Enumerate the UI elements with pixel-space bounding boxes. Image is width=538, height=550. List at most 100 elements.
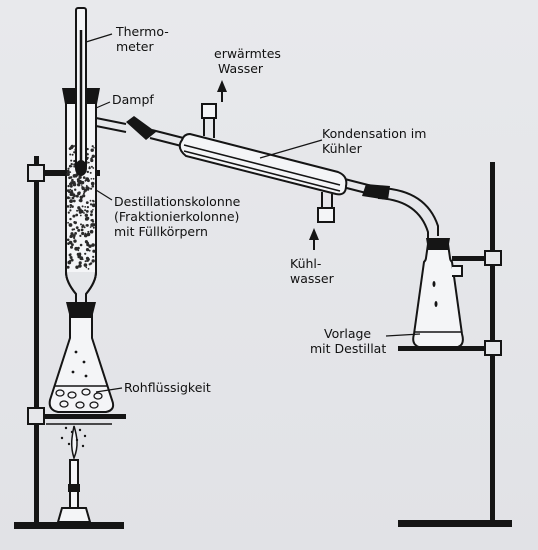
condensation-label: Kondensation im Kühler	[322, 126, 426, 156]
packing-pellet	[91, 243, 95, 247]
packing-pellet	[85, 266, 88, 269]
distillation-column	[62, 88, 100, 304]
packing-pellet	[83, 192, 85, 195]
packing-pellet	[77, 249, 80, 252]
packing-pellet	[73, 165, 76, 168]
column-label-line1: Destillationskolonne	[114, 194, 241, 209]
packing-pellet	[79, 256, 84, 261]
packing-pellet	[67, 167, 70, 170]
packing-pellet	[84, 252, 87, 255]
packing-pellet	[79, 214, 82, 217]
packing-pellet	[90, 223, 95, 227]
packing-pellet	[90, 181, 95, 186]
packing-pellet	[75, 226, 79, 230]
thermometer-label: Thermo- meter	[116, 24, 169, 54]
packing-pellet	[71, 228, 74, 231]
thermometer-label-line2: meter	[116, 39, 154, 54]
packing-pellet	[71, 153, 74, 156]
packing-pellet	[69, 253, 72, 256]
packing-pellet	[73, 194, 76, 198]
packing-pellet	[85, 224, 88, 227]
warm-water-label-line2: Wasser	[218, 61, 264, 76]
packing-pellet	[69, 146, 74, 150]
packing-pellet	[84, 206, 87, 208]
receiver-label-line2: mit Destillat	[310, 341, 387, 356]
warm-water-label: erwärmtes Wasser	[214, 46, 281, 76]
packing-pellet	[66, 238, 70, 242]
packing-pellet	[72, 175, 76, 178]
right-stand	[398, 162, 512, 527]
packing-pellet	[86, 170, 90, 174]
packing-pellet	[79, 243, 83, 247]
packing-pellet	[86, 184, 88, 187]
column-label: Destillationskolonne (Fraktionierkolonne…	[114, 194, 240, 239]
packing-pellet	[86, 232, 91, 237]
packing-pellet	[81, 224, 85, 227]
packing-pellet	[85, 210, 89, 213]
packing-pellet	[73, 236, 76, 239]
packing-pellet	[76, 209, 79, 212]
column-packing	[66, 144, 96, 270]
packing-pellet	[70, 159, 73, 162]
packing-pellet	[78, 208, 82, 212]
packing-pellet	[93, 147, 95, 149]
packing-pellet	[66, 205, 70, 208]
packing-pellet	[69, 176, 73, 179]
packing-pellet	[68, 164, 72, 168]
column-label-line2: (Fraktionierkolonne)	[114, 209, 240, 224]
packing-pellet	[81, 205, 84, 208]
packing-pellet	[82, 194, 86, 198]
packing-pellet	[80, 184, 83, 186]
packing-pellet	[74, 188, 77, 191]
label-leaders	[85, 33, 421, 393]
packing-pellet	[89, 171, 92, 174]
packing-pellet	[90, 210, 93, 213]
packing-pellet	[69, 235, 72, 238]
thermometer-label-line1: Thermo-	[116, 24, 169, 39]
packing-pellet	[84, 232, 87, 235]
packing-pellet	[79, 179, 82, 182]
packing-pellet	[86, 216, 90, 220]
packing-pellet	[77, 228, 81, 232]
packing-pellet	[73, 151, 76, 154]
packing-pellet	[86, 243, 90, 247]
packing-pellet	[90, 165, 93, 168]
packing-pellet	[70, 232, 74, 236]
packing-pellet	[84, 209, 87, 212]
packing-pellet	[88, 249, 91, 252]
packing-pellet	[69, 217, 72, 221]
packing-pellet	[79, 199, 82, 202]
packing-pellet	[73, 193, 75, 196]
cooling-water-label: Kühl- wasser	[290, 256, 334, 286]
packing-pellet	[91, 203, 96, 208]
packing-pellet	[72, 234, 76, 238]
packing-pellet	[69, 256, 73, 259]
packing-pellet	[82, 176, 86, 179]
packing-pellet	[68, 240, 73, 245]
condenser	[95, 103, 439, 240]
packing-pellet	[84, 240, 88, 244]
packing-pellet	[85, 201, 89, 205]
packing-pellet	[69, 209, 72, 212]
dampf-label: Dampf	[112, 92, 154, 107]
packing-pellet	[71, 205, 74, 208]
packing-pellet	[88, 166, 91, 170]
packing-pellet	[68, 223, 73, 227]
packing-pellet	[72, 214, 76, 218]
packing-pellet	[84, 260, 87, 263]
packing-pellet	[91, 220, 95, 223]
packing-pellet	[83, 226, 86, 229]
left-stand	[14, 156, 126, 529]
packing-pellet	[89, 199, 92, 202]
packing-pellet	[78, 264, 82, 268]
packing-pellet	[89, 226, 92, 228]
packing-pellet	[85, 219, 87, 221]
packing-pellet	[66, 196, 70, 200]
packing-pellet	[89, 229, 94, 234]
packing-pellet	[91, 185, 95, 188]
packing-pellet	[79, 234, 82, 237]
packing-pellet	[90, 178, 93, 180]
packing-pellet	[73, 239, 77, 243]
packing-pellet	[88, 263, 92, 266]
receiver-label-line1: Vorlage	[324, 326, 372, 341]
